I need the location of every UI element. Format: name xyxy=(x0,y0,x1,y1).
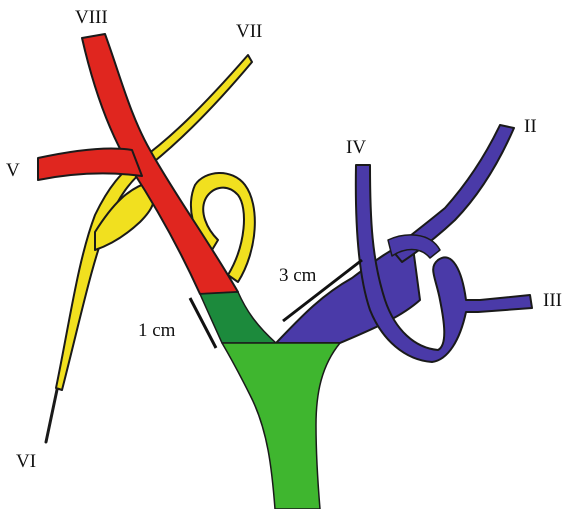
label-viii: VIII xyxy=(75,7,108,28)
label-vi: VI xyxy=(16,451,36,472)
blue-segment xyxy=(276,125,532,362)
red-segment xyxy=(38,34,238,294)
label-3cm: 3 cm xyxy=(279,265,317,286)
green-segment xyxy=(222,343,340,509)
label-vii: VII xyxy=(236,21,262,42)
dark-green-segment xyxy=(200,292,276,343)
label-v: V xyxy=(6,160,20,181)
segment-vi-tip xyxy=(46,385,58,442)
label-ii: II xyxy=(524,116,537,137)
label-iv: IV xyxy=(346,137,366,158)
label-iii: III xyxy=(543,290,562,311)
label-1cm: 1 cm xyxy=(138,320,176,341)
